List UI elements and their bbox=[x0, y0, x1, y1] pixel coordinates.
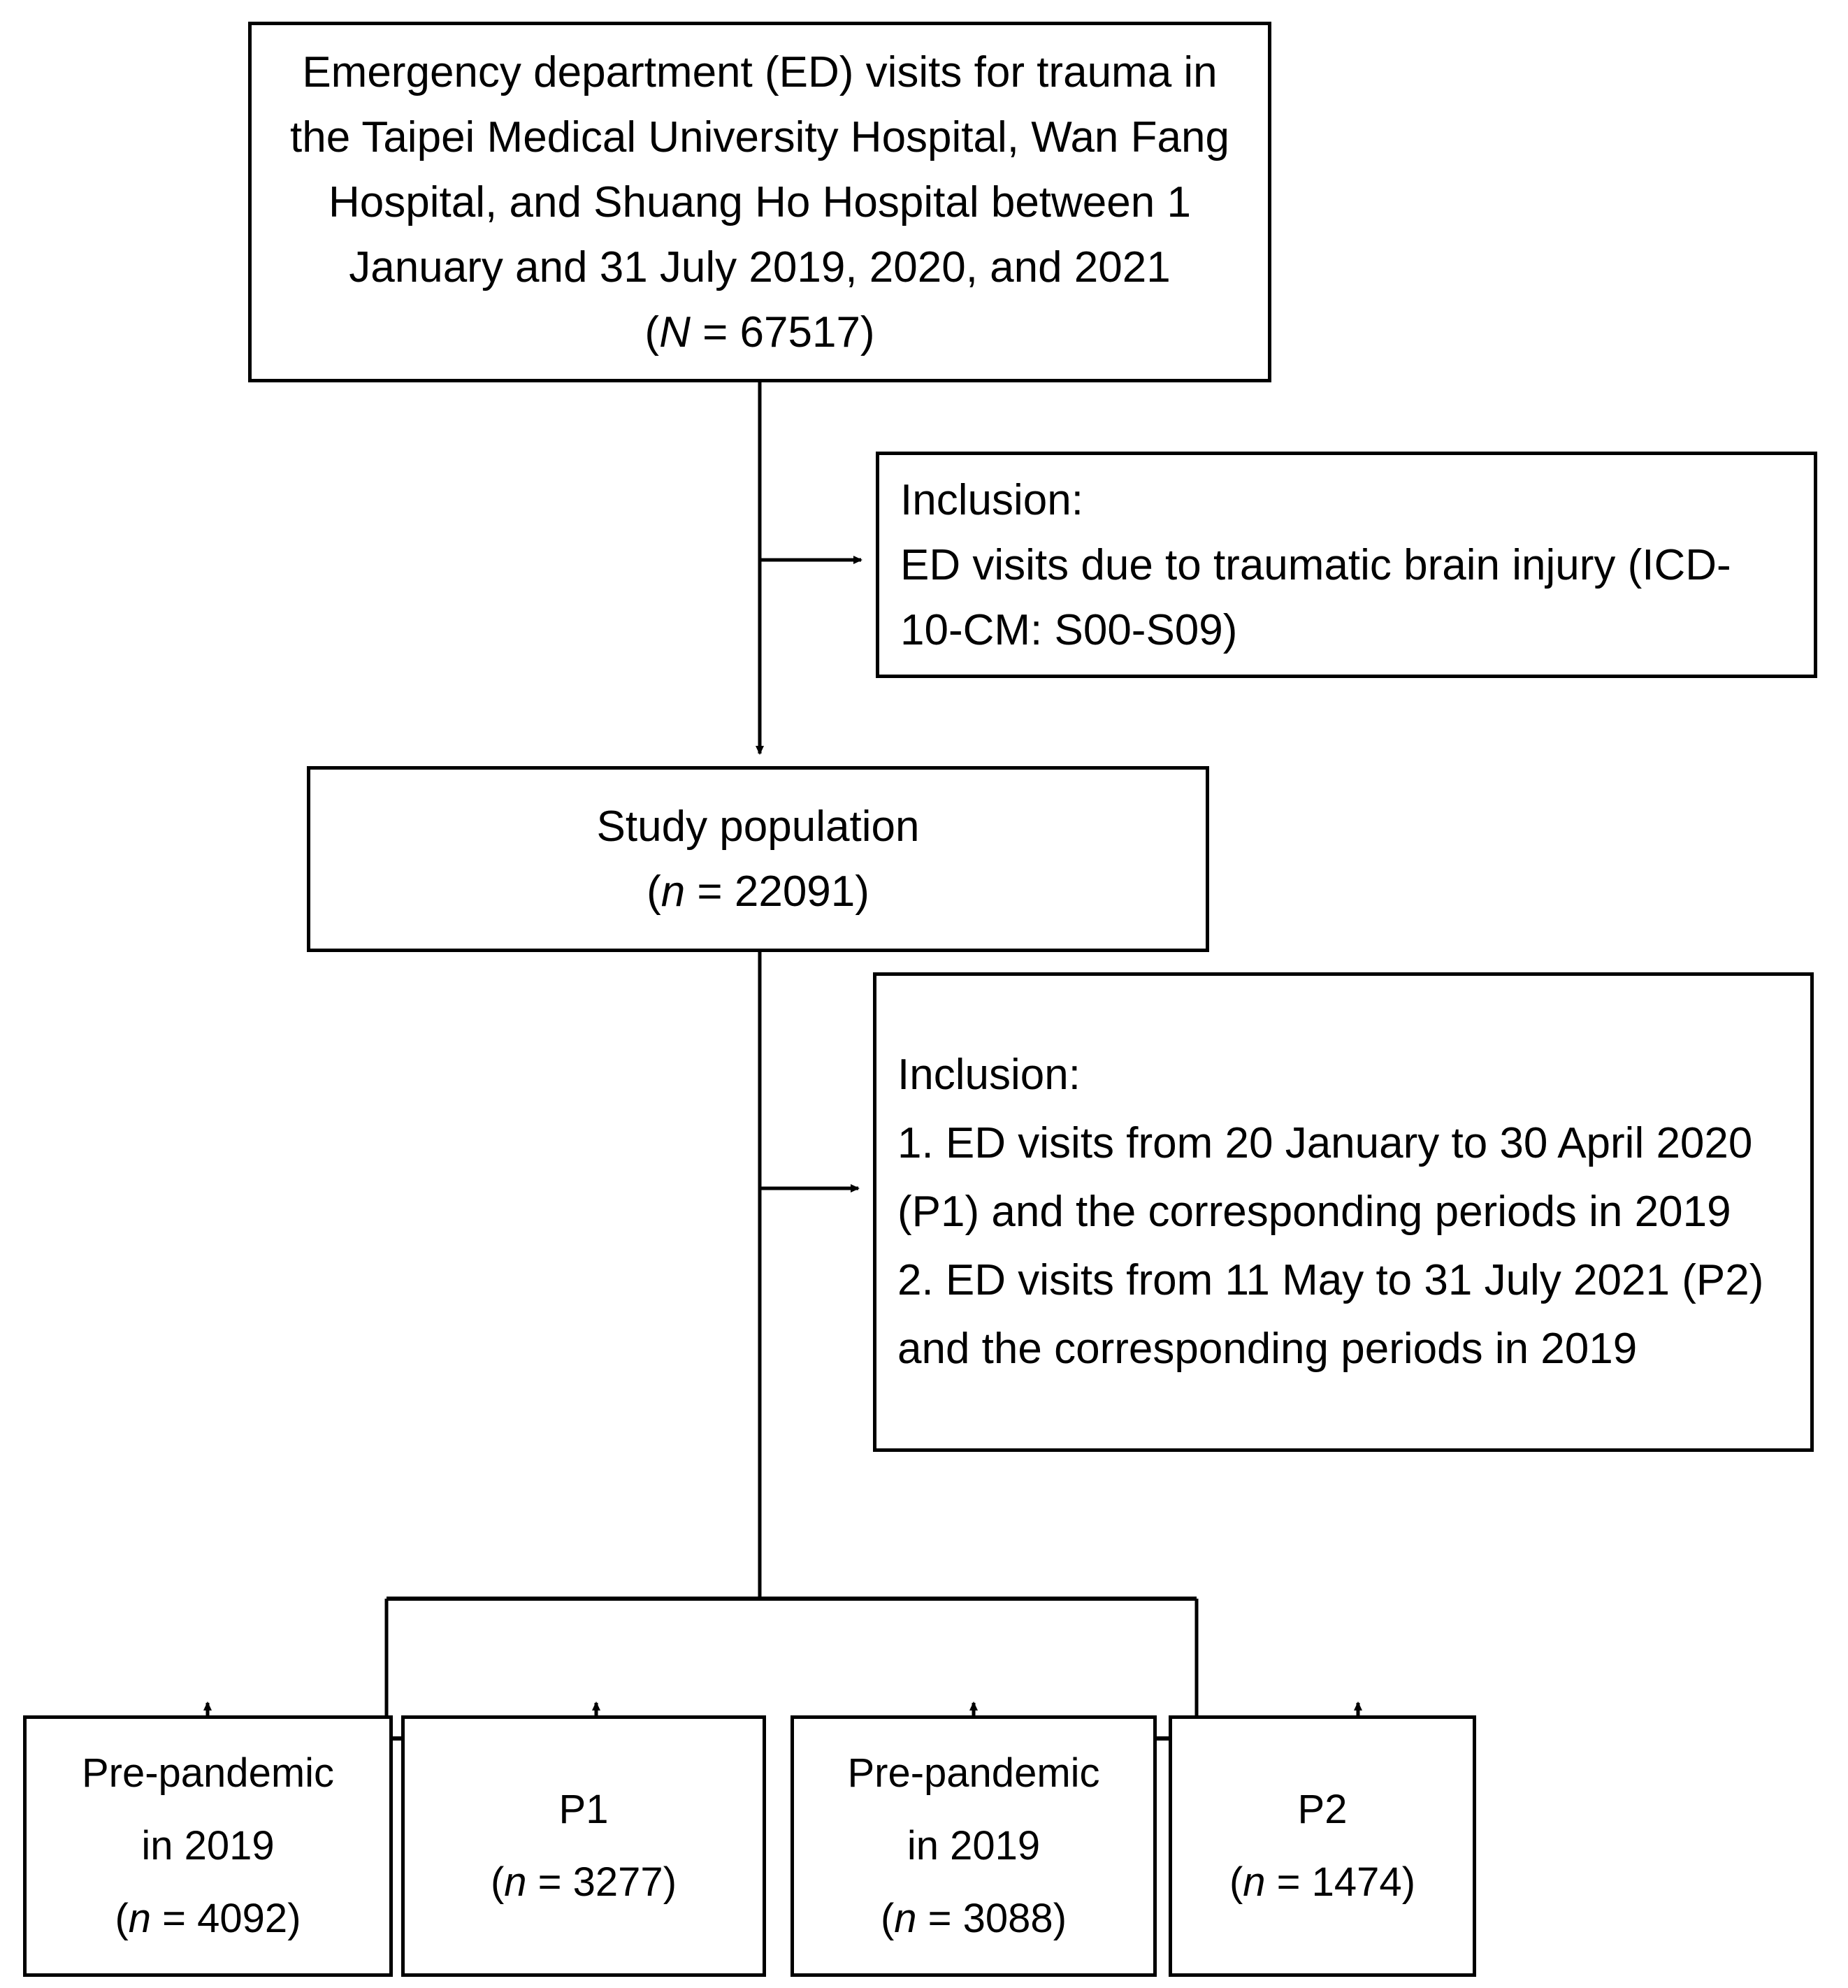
outcome-1-count-symbol: n bbox=[128, 1896, 152, 1941]
outcome-box-p1[interactable]: P1 (n = 3277) bbox=[401, 1715, 766, 1977]
inclusion-2-line-2: (P1) and the corresponding periods in 20… bbox=[897, 1188, 1731, 1236]
source-cohort-count: (N = 67517) bbox=[644, 300, 874, 365]
study-count-symbol: n bbox=[660, 867, 686, 916]
outcome-3-line-1: Pre-pandemic bbox=[847, 1750, 1100, 1796]
inclusion-2-line-3: 2. ED visits from 11 May to 31 July 2021… bbox=[897, 1256, 1764, 1304]
inclusion-1-heading: Inclusion: bbox=[900, 475, 1083, 524]
outcome-2-count-symbol: n bbox=[504, 1859, 527, 1905]
inclusion-2-line-1: 1. ED visits from 20 January to 30 April… bbox=[897, 1119, 1753, 1167]
outcome-4-count: (n = 1474) bbox=[1229, 1859, 1416, 1905]
inclusion-1-line-1: ED visits due to traumatic brain injury … bbox=[900, 540, 1731, 589]
outcome-box-pre-pandemic-2019-p2[interactable]: Pre-pandemic in 2019 (n = 3088) bbox=[791, 1715, 1157, 1977]
outcome-box-p2[interactable]: P2 (n = 1474) bbox=[1169, 1715, 1476, 1977]
inclusion-criteria-2-box[interactable]: Inclusion: 1. ED visits from 20 January … bbox=[873, 972, 1814, 1452]
study-population-label: Study population bbox=[596, 802, 920, 851]
study-count-value: = 22091) bbox=[685, 867, 869, 916]
outcome-2-line-1: P1 bbox=[558, 1787, 609, 1832]
outcome-3-count: (n = 3088) bbox=[880, 1896, 1067, 1941]
source-count-paren-open: ( bbox=[644, 308, 660, 356]
outcome-1-line-2: in 2019 bbox=[141, 1823, 275, 1868]
outcome-4-count-symbol: n bbox=[1243, 1859, 1266, 1905]
outcome-1-count-value: = 4092) bbox=[151, 1896, 301, 1941]
study-population-box[interactable]: Study population (n = 22091) bbox=[307, 766, 1209, 952]
source-count-value: = 67517) bbox=[690, 308, 875, 356]
outcome-3-count-value: = 3088) bbox=[916, 1896, 1067, 1941]
outcome-1-count: (n = 4092) bbox=[115, 1896, 301, 1941]
outcome-1-line-1: Pre-pandemic bbox=[81, 1750, 335, 1796]
outcome-2-count-value: = 3277) bbox=[526, 1859, 677, 1905]
source-cohort-line-1: Emergency department (ED) visits for tra… bbox=[302, 48, 1218, 96]
inclusion-2-line-4: and the corresponding periods in 2019 bbox=[897, 1325, 1638, 1373]
outcome-box-pre-pandemic-2019-p1[interactable]: Pre-pandemic in 2019 (n = 4092) bbox=[23, 1715, 393, 1977]
inclusion-criteria-1-box[interactable]: Inclusion: ED visits due to traumatic br… bbox=[876, 452, 1817, 678]
outcome-2-count: (n = 3277) bbox=[490, 1859, 677, 1905]
inclusion-2-heading: Inclusion: bbox=[897, 1051, 1081, 1099]
outcome-4-line-1: P2 bbox=[1297, 1787, 1348, 1832]
outcome-3-count-symbol: n bbox=[894, 1896, 917, 1941]
source-cohort-line-3: Hospital, and Shuang Ho Hospital between… bbox=[329, 178, 1191, 226]
outcome-3-line-2: in 2019 bbox=[907, 1823, 1041, 1868]
source-cohort-line-2: the Taipei Medical University Hospital, … bbox=[290, 113, 1229, 161]
source-cohort-line-4: January and 31 July 2019, 2020, and 2021 bbox=[349, 243, 1171, 291]
source-count-symbol: N bbox=[659, 308, 691, 356]
outcome-4-count-value: = 1474) bbox=[1265, 1859, 1416, 1905]
source-cohort-box[interactable]: Emergency department (ED) visits for tra… bbox=[248, 22, 1271, 382]
inclusion-1-line-2: 10-CM: S00-S09) bbox=[900, 605, 1238, 654]
study-population-count: (n = 22091) bbox=[647, 867, 869, 916]
